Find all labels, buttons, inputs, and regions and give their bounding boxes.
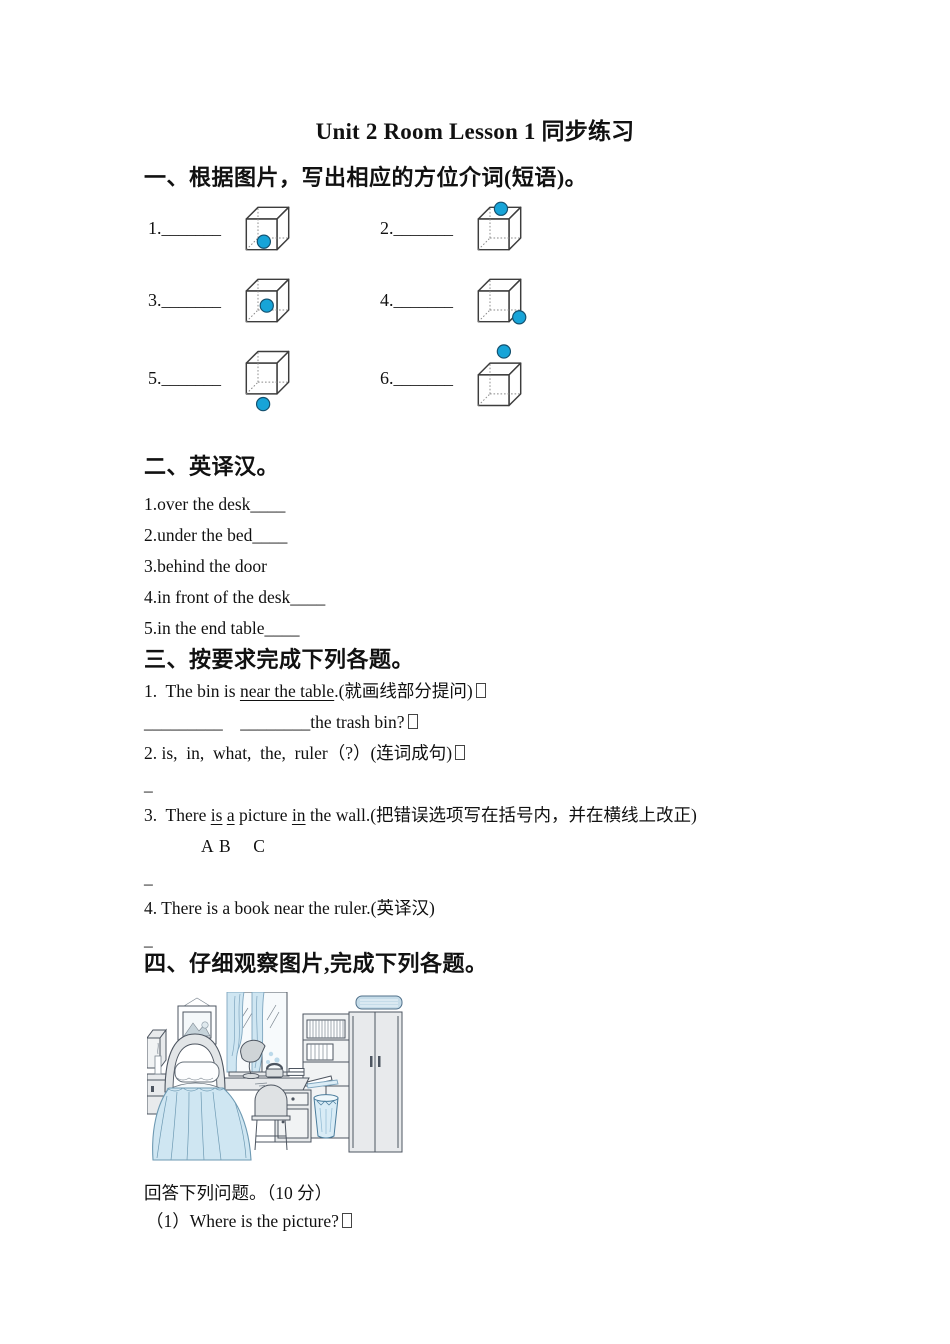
question-number: 3. — [148, 290, 162, 310]
question-number: 1. — [148, 218, 162, 238]
cube-dot-inside-middle-icon — [245, 278, 290, 323]
answer-blank: _______ — [161, 218, 222, 238]
section3-heading: 三、按要求完成下列各题。 — [144, 647, 415, 672]
question-text: picture — [234, 805, 292, 825]
cube-question-5: 5._______ — [148, 344, 380, 413]
desk-lamp — [240, 1039, 266, 1080]
translation-item: 5.in the end table____ — [144, 618, 300, 638]
cube-question-2: 2._______ — [380, 200, 528, 257]
question-1: 1. The bin is near the table.(就画线部分提问) — [144, 676, 844, 707]
answer-blank: _______ — [393, 218, 454, 238]
cube-row: 1._______ 2._______ — [148, 200, 708, 257]
answer-blank: _______ — [161, 290, 222, 310]
cube-question-6: 6._______ — [380, 344, 528, 413]
air-conditioner — [355, 995, 403, 1010]
answer-blank: _________ ________the trash bin? — [144, 712, 405, 732]
translation-item: 2.under the bed____ — [144, 525, 288, 545]
cube-dot-beside-right-icon — [477, 278, 527, 325]
section2-heading: 二、英译汉。 — [144, 454, 280, 479]
cube-dot-under-bottom-icon — [245, 350, 290, 412]
desk-books — [254, 1068, 305, 1087]
missing-glyph-box — [475, 683, 486, 698]
window — [226, 992, 290, 1077]
answer-dash-line: _ — [144, 769, 844, 800]
question-text: .(就画线部分提问) — [334, 681, 473, 701]
missing-glyph-box — [341, 1213, 352, 1228]
question-number: 6. — [380, 368, 394, 388]
cube-row: 3._______ 4._______ — [148, 272, 708, 329]
answer-blank: _______ — [393, 368, 454, 388]
underlined-phrase: near the table — [239, 681, 335, 701]
answer-blank: _ — [144, 774, 153, 794]
question-text: 2. is, in, what, the, ruler（?）(连词成句) — [144, 743, 453, 763]
cube-question-3: 3._______ — [148, 272, 380, 329]
candle — [154, 1042, 162, 1075]
page-title: Unit 2 Room Lesson 1 同步练习 — [315, 119, 635, 144]
question-text: 1. The bin is — [144, 681, 240, 701]
translation-item: 4.in front of the desk____ — [144, 587, 326, 607]
question-1-answer-line: _________ ________the trash bin? — [144, 707, 844, 738]
telephone — [265, 1062, 284, 1078]
choice-labels: A B C — [201, 836, 266, 856]
question-where-is-picture: （1）Where is the picture? — [146, 1208, 352, 1233]
answer-blank: _______ — [393, 290, 454, 310]
question-number: 4. — [380, 290, 394, 310]
underlined-word-A: is — [210, 805, 223, 825]
missing-glyph-box — [407, 714, 418, 729]
answer-questions-caption: 回答下列问题。（10 分） — [144, 1183, 333, 1203]
question-3-choice-labels: A B C — [144, 831, 844, 862]
section1-heading: 一、根据图片，写出相应的方位介词(短语)。 — [144, 165, 588, 190]
section3-body: 1. The bin is near the table.(就画线部分提问) _… — [144, 676, 844, 955]
answer-blank: _ — [144, 867, 153, 887]
answer-dash-line: _ — [144, 924, 844, 955]
wardrobe — [348, 1011, 403, 1153]
chair — [251, 1084, 291, 1151]
translation-list: 1.over the desk____ 2.under the bed____ … — [144, 489, 325, 644]
cube-row: 5._______ 6._______ — [148, 344, 708, 413]
answer-blank: _ — [144, 929, 153, 949]
question-number: 5. — [148, 368, 162, 388]
question-3: 3. There is a picture in the wall.(把错误选项… — [144, 800, 844, 831]
question-text: 3. There — [144, 805, 211, 825]
cube-dot-inside-bottom-icon — [245, 206, 290, 251]
bedroom-scene-illustration — [147, 992, 403, 1161]
question-text: 4. There is a book near the ruler.(英译汉) — [144, 898, 435, 918]
answer-dash-line: _ — [144, 862, 844, 893]
question-text: the wall.(把错误选项写在括号内，并在横线上改正) — [305, 805, 697, 825]
cube-dot-on-top-icon — [477, 201, 522, 251]
question-4: 4. There is a book near the ruler.(英译汉) — [144, 893, 844, 924]
question-2: 2. is, in, what, the, ruler（?）(连词成句) — [144, 738, 844, 769]
cube-question-4: 4._______ — [380, 272, 528, 329]
cube-question-1: 1._______ — [148, 200, 380, 257]
question-number: 2. — [380, 218, 394, 238]
underlined-word-C: in — [291, 805, 306, 825]
question-text: （1）Where is the picture? — [146, 1211, 339, 1231]
preposition-cube-grid: 1._______ 2._______ — [148, 200, 708, 428]
translation-item: 1.over the desk____ — [144, 494, 286, 514]
translation-item: 3.behind the door — [144, 556, 267, 576]
cube-dot-over-top-icon — [477, 344, 522, 407]
bed — [152, 1033, 252, 1161]
section4-heading: 四、仔细观察图片,完成下列各题。 — [144, 951, 488, 976]
trash-bin — [313, 1094, 339, 1139]
answer-blank: _______ — [161, 368, 222, 388]
underlined-word-B: a — [226, 805, 235, 825]
missing-glyph-box — [455, 745, 466, 760]
